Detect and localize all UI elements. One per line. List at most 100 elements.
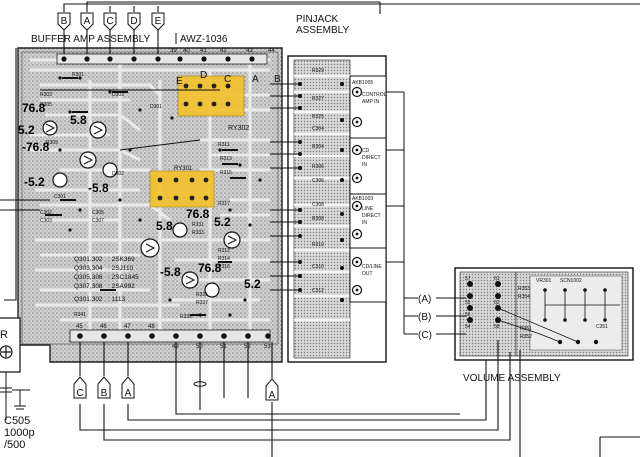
voltage-label: 76.8: [198, 261, 222, 275]
pin-48: 48: [148, 324, 155, 330]
relay-ry302-label: RY302: [228, 125, 249, 132]
pin-43: 43: [246, 48, 253, 54]
voltage-label: 5.8: [156, 219, 173, 233]
circled-a-label: (A): [418, 294, 431, 305]
relay-letter-b: B: [274, 74, 281, 85]
pin-40: 40: [183, 48, 190, 54]
transistor-type: : 1113: [108, 296, 125, 303]
relay-ry301-highlight: [149, 170, 215, 208]
buffer-amp-board: [17, 47, 283, 363]
jack-label-control: AMP IN: [362, 99, 380, 105]
volume-component: SCN1002: [560, 278, 582, 284]
volume-assembly-title: VOLUME ASSEMBLY: [463, 373, 561, 384]
top-pin-header: [56, 53, 268, 65]
component-label: R339: [180, 314, 192, 320]
component-label: R327: [312, 96, 324, 102]
jack-id: AKB1005: [352, 80, 373, 86]
component-label: R309: [46, 140, 58, 146]
voltage-label: 5.2: [244, 277, 261, 291]
left-fragment: [0, 317, 30, 420]
component-label: C307: [92, 218, 104, 224]
jack-label-line: LINE: [362, 206, 374, 212]
relay-letter-e: E: [176, 76, 183, 87]
pin-45: 45: [76, 324, 83, 330]
component-label: R303: [40, 92, 52, 98]
bottom-wiring: [79, 340, 640, 457]
cap-c505-id: C505: [4, 415, 30, 427]
volume-component: R352: [520, 334, 532, 340]
jack-label-line: DIRECT: [362, 213, 381, 219]
jack-label-out: OUT: [362, 271, 373, 277]
jack-id: AKB1003: [352, 196, 373, 202]
volume-pin: 57: [465, 276, 471, 282]
transistor-name: Q305,306: [74, 274, 103, 281]
voltage-label: -76.8: [22, 140, 50, 154]
jack-label-control: CONTROL: [362, 92, 387, 98]
component-label: D303: [112, 92, 124, 98]
voltage-label: 5.2: [214, 215, 231, 229]
top-letter-markers: [57, 12, 165, 31]
transistor-type: : 2SK369: [108, 256, 135, 263]
volume-board: [454, 267, 634, 361]
pin-39: 39: [170, 48, 177, 54]
cap-c505-value: 1000p: [4, 427, 35, 439]
component-label: R337: [196, 300, 208, 306]
left-wires: [0, 48, 220, 301]
jack-label-cd: IN: [362, 162, 367, 168]
bottom-letter-a: A: [125, 388, 132, 399]
pinjack-title-line1: PINJACK: [296, 14, 339, 25]
component-label: C303: [40, 218, 52, 224]
component-label: R335: [196, 292, 208, 298]
top-letter-e: E: [155, 16, 162, 27]
pinjack-title-line2: ASSEMBLY: [296, 25, 349, 36]
relay-ry302-highlight: [177, 75, 245, 117]
component-label: R331: [192, 222, 204, 228]
component-label: R312: [218, 248, 230, 254]
component-label: D301: [150, 104, 162, 110]
pin-42: 42: [220, 48, 227, 54]
circled-letter-b: B: [421, 312, 428, 323]
board-interconnect: [270, 83, 404, 291]
pin-53: 53: [264, 344, 271, 350]
component-label: R317: [218, 201, 230, 207]
volume-pin: 56: [465, 312, 471, 318]
bottom-letter-a2: A: [269, 390, 276, 401]
top-letter-b: B: [61, 16, 68, 27]
component-label: R308: [312, 216, 324, 222]
jack-label-cd: DIRECT: [362, 155, 381, 161]
pin-47: 47: [124, 324, 131, 330]
jack-label-out: CD/LINE: [362, 264, 382, 270]
component-label: C306: [312, 178, 324, 184]
volume-component: VR301: [536, 278, 552, 284]
transistor-table: Q301,302 : 2SK369 Q303,304 : 2SJ110 Q305…: [74, 256, 139, 303]
top-letter-d: D: [130, 16, 137, 27]
component-label: R315: [220, 170, 232, 176]
volume-pin: 62: [494, 300, 500, 306]
top-connector-wires: [63, 1, 400, 54]
voltage-label: 5.8: [70, 113, 87, 127]
top-letter-c: C: [106, 16, 113, 27]
volume-pin: 61: [494, 276, 500, 282]
component-label: R301: [72, 72, 84, 78]
left-fragment-letter: R: [0, 329, 8, 341]
component-label: R304: [312, 144, 324, 150]
component-label: C304: [312, 126, 324, 132]
volume-pin: 58: [494, 324, 500, 330]
component-label: R325: [312, 114, 324, 120]
transistor-name: Q301,302: [74, 296, 103, 303]
component-label: R310: [312, 242, 324, 248]
circled-b-label: (B): [418, 312, 431, 323]
transistor-name: Q303,304: [74, 265, 103, 272]
component-label: R314: [218, 256, 230, 262]
bottom-letter-b: B: [101, 388, 108, 399]
awz-part-number: AWZ-1036: [180, 34, 228, 45]
voltage-label: -5.8: [88, 181, 109, 195]
cap-c505-voltage: /500: [4, 439, 25, 451]
volume-pin: 55: [465, 300, 471, 306]
component-label: C312: [312, 288, 324, 294]
pin-41: 41: [200, 48, 207, 54]
top-letter-a: A: [84, 16, 91, 27]
voltage-label: -5.2: [24, 175, 45, 189]
buffer-amp-title: BUFFER AMP ASSEMBLY: [31, 34, 150, 45]
